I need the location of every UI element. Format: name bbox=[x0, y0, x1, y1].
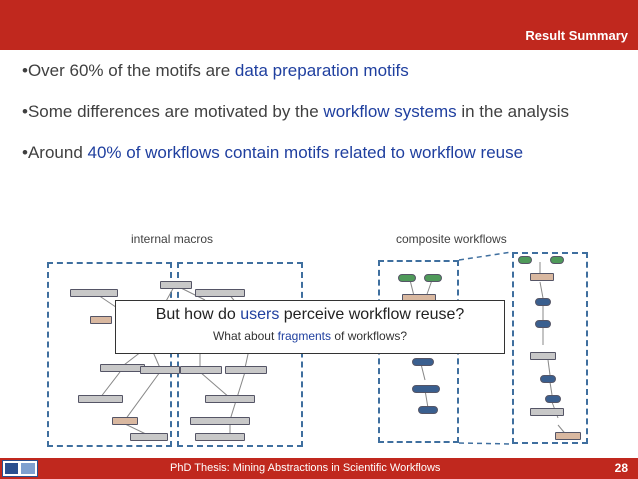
workflow-node bbox=[90, 316, 112, 324]
header-bar: Result Summary bbox=[0, 0, 638, 50]
workflow-node bbox=[530, 408, 564, 416]
workflow-node bbox=[205, 395, 255, 403]
workflow-node bbox=[535, 298, 551, 306]
workflow-node bbox=[555, 432, 581, 440]
callout-text: What about bbox=[212, 329, 278, 343]
footer-bar: PhD Thesis: Mining Abstractions in Scien… bbox=[0, 458, 638, 479]
callout-highlight: users bbox=[240, 306, 280, 323]
slide-title: Result Summary bbox=[525, 28, 628, 43]
workflow-node bbox=[545, 395, 561, 403]
workflow-node bbox=[160, 281, 192, 289]
question-callout: But how do users perceive workflow reuse… bbox=[115, 300, 505, 354]
workflow-node bbox=[398, 274, 416, 282]
page-number: 28 bbox=[614, 461, 628, 475]
bullet-text: •Over 60% of the motifs are bbox=[22, 61, 235, 80]
workflow-node bbox=[78, 395, 123, 403]
bullet-highlight: data preparation motifs bbox=[234, 61, 409, 80]
bullet-highlight: 40% of workflows contain motifs related … bbox=[87, 143, 524, 162]
workflow-node bbox=[190, 417, 250, 425]
logo-mark bbox=[5, 463, 18, 474]
workflow-node bbox=[195, 433, 245, 441]
internal-macro-box-right bbox=[177, 262, 303, 447]
callout-text: But how do bbox=[155, 306, 241, 323]
caption-internal-macros: internal macros bbox=[131, 232, 214, 246]
workflow-node bbox=[180, 366, 222, 374]
bullet-list: •Over 60% of the motifs are data prepara… bbox=[22, 60, 622, 164]
workflow-node bbox=[225, 366, 267, 374]
workflow-node bbox=[112, 417, 138, 425]
bullet-highlight: workflow systems bbox=[323, 102, 457, 121]
callout-subquestion: What about fragments of workflows? bbox=[116, 329, 504, 343]
bullet-text: •Around bbox=[22, 143, 88, 162]
callout-text: of workflows? bbox=[331, 329, 408, 343]
logo-mark bbox=[21, 463, 35, 474]
workflow-node bbox=[535, 320, 551, 328]
workflow-node bbox=[412, 358, 434, 366]
workflow-node bbox=[412, 385, 440, 393]
callout-text: perceive workflow reuse? bbox=[279, 306, 465, 323]
workflow-node bbox=[518, 256, 532, 264]
workflow-node bbox=[195, 289, 245, 297]
workflow-node bbox=[130, 433, 168, 441]
composite-workflow-box-right bbox=[512, 252, 588, 444]
workflow-node bbox=[530, 273, 554, 281]
bullet-text: •Some differences are motivated by the bbox=[22, 102, 324, 121]
workflow-node bbox=[418, 406, 438, 414]
internal-macro-box-left bbox=[47, 262, 172, 447]
bullet-text: in the analysis bbox=[456, 102, 570, 121]
workflow-node bbox=[550, 256, 564, 264]
workflow-node bbox=[424, 274, 442, 282]
callout-highlight: fragments bbox=[277, 329, 332, 343]
workflow-node bbox=[140, 366, 180, 374]
bullet-item: •Some differences are motivated by the w… bbox=[22, 101, 622, 123]
bullet-item: •Over 60% of the motifs are data prepara… bbox=[22, 60, 622, 82]
caption-composite-workflows: composite workflows bbox=[396, 232, 507, 246]
footer-text: PhD Thesis: Mining Abstractions in Scien… bbox=[170, 462, 441, 474]
workflow-node bbox=[540, 375, 556, 383]
workflow-node bbox=[530, 352, 556, 360]
bullet-item: •Around 40% of workflows contain motifs … bbox=[22, 142, 622, 164]
workflow-node bbox=[100, 364, 145, 372]
workflow-node bbox=[70, 289, 118, 297]
callout-question: But how do users perceive workflow reuse… bbox=[116, 306, 504, 324]
institution-logo bbox=[2, 460, 38, 477]
